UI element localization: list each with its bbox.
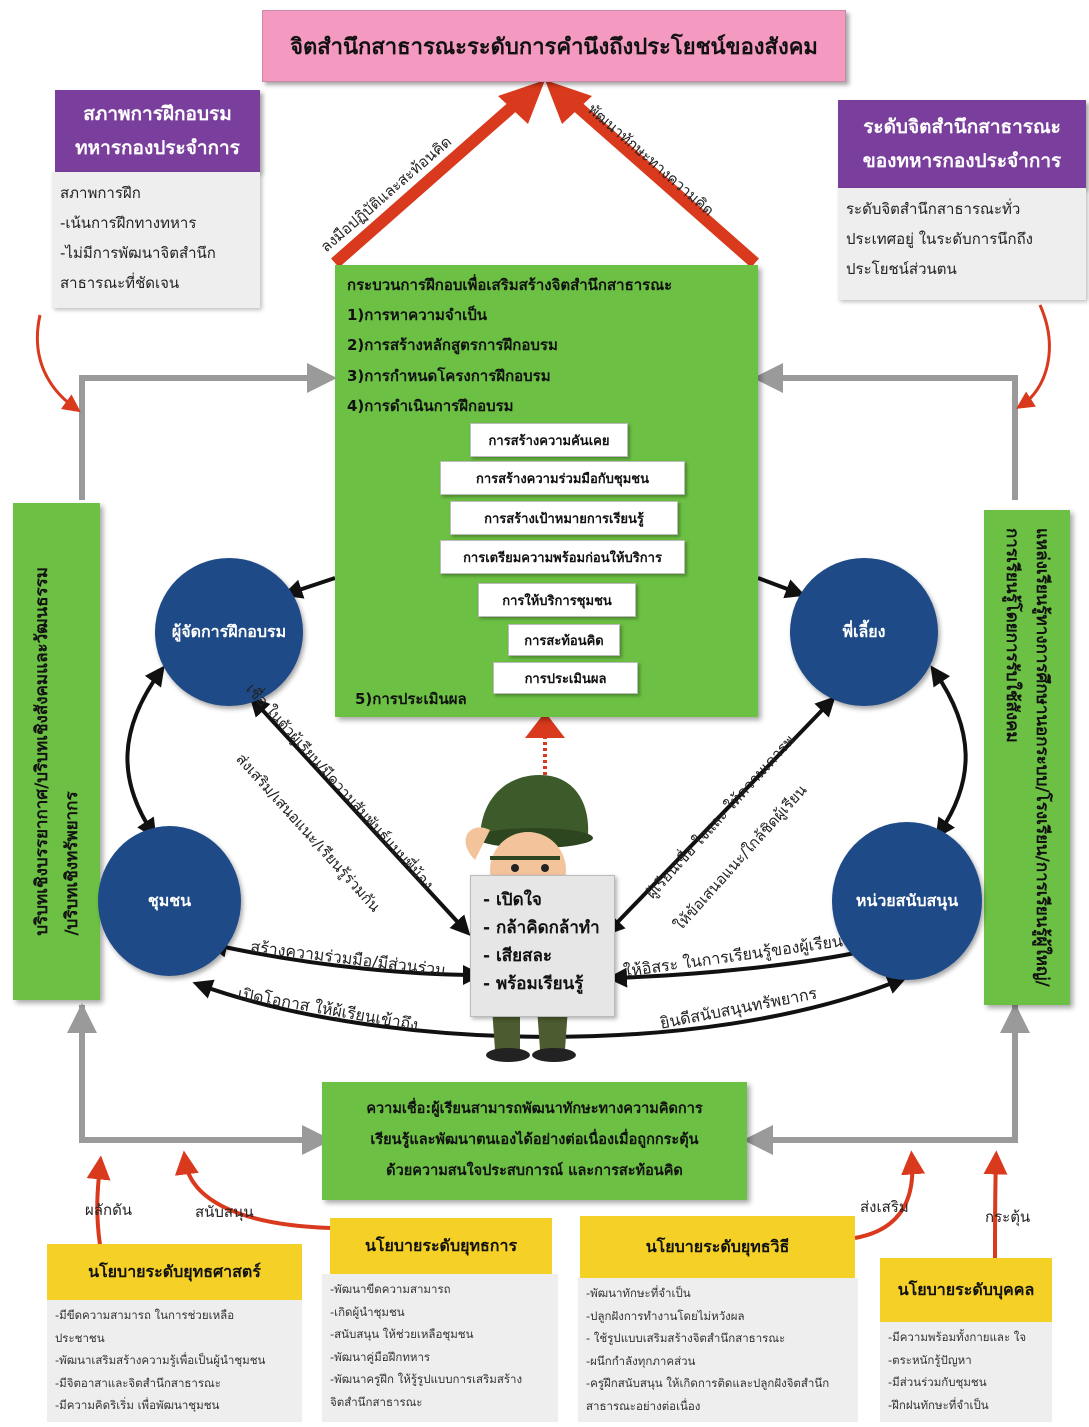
context-side-text: บริบทเชิงบรรยากาศ/บริบทเชิงสังคมและวัฒนธ… bbox=[31, 567, 82, 936]
label-promote: ส่งเสริม bbox=[860, 1198, 909, 1216]
attribute-ready-learn: - พร้อมเรียนรู้ bbox=[483, 974, 584, 994]
red-curve-3 bbox=[854, 1150, 926, 1240]
page-title: จิตสำนึกสาธารณะระดับการคำนึงถึงประโยชน์ข… bbox=[262, 10, 846, 82]
circle-support-unit: หน่วยสนับสนุน bbox=[832, 822, 982, 980]
policy-operational-body: -พัฒนาขีดความสามารถ -เกิดผู้นำชุมชน -สนั… bbox=[322, 1274, 558, 1422]
policy-tactical-title: นโยบายระดับยุทธวิธี bbox=[580, 1216, 855, 1278]
policy-individual-title: นโยบายระดับบุคคล bbox=[880, 1258, 1052, 1322]
red-curve-4 bbox=[983, 1150, 1008, 1259]
circle-mentor: พี่เลี้ยง bbox=[790, 558, 938, 706]
label-push: ผลักดัน bbox=[85, 1201, 133, 1219]
red-curve-left bbox=[35, 314, 81, 413]
step-reflection: การสะท้อนคิด bbox=[508, 624, 620, 656]
circle-trainer: ผู้จัดการฝึกอบรม bbox=[155, 558, 303, 706]
attribute-sacrifice: - เสียสละ bbox=[483, 946, 553, 966]
step-community-cooperation: การสร้างความร่วมมือกับชุมชน bbox=[440, 461, 685, 495]
policy-individual-body: -มีความพร้อมทั้งกายและ ใจ -ตระหนักรู้ปัญ… bbox=[880, 1322, 1052, 1422]
label-support: สนับสนุน bbox=[195, 1203, 254, 1221]
process-item-1: 1)การหาความจำเป็น bbox=[347, 306, 488, 324]
process-heading: กระบวนการฝึกอบเพื่อเสริมสร้างจิตสำนึกสาธ… bbox=[347, 276, 673, 294]
process-footer: 5)การประเมินผล bbox=[355, 690, 467, 708]
policy-tactical-body: -พัฒนาทักษะที่จำเป็น -ปลูกฝังการทำงานโดย… bbox=[578, 1278, 858, 1422]
circle-community: ชุมชน bbox=[98, 826, 241, 976]
attribute-open-mind: - เปิดใจ bbox=[483, 890, 542, 910]
training-condition-header: สภาพการฝึกอบรม ทหารกองประจำการ bbox=[55, 90, 260, 172]
learner-attributes: - เปิดใจ - กล้าคิดกล้าทำ - เสียสละ - พร้… bbox=[470, 875, 615, 1017]
attribute-bold: - กล้าคิดกล้าทำ bbox=[483, 918, 600, 938]
belief-box: ความเชื่อ:ผู้เรียนสามารถพัฒนาทักษะทางควา… bbox=[322, 1082, 747, 1200]
policy-operational-title: นโยบายระดับยุทธการ bbox=[330, 1218, 552, 1274]
red-curve-right bbox=[1015, 304, 1051, 409]
step-service-preparation: การเตรียมความพร้อมก่อนให้บริการ bbox=[440, 540, 685, 574]
process-item-4: 4)การดำเนินการฝึกอบรม bbox=[347, 397, 514, 415]
training-condition-body: สภาพการฝึก -เน้นการฝึกทางทหาร -ไม่มีการพ… bbox=[52, 172, 260, 308]
policy-strategic-body: -มีขีดความสามารถ ในการช่วยเหลือ ประชาชน … bbox=[47, 1300, 302, 1422]
learning-source-side-text: แหล่งเรียนรู้ทางการศึกษานอกระบบ/โรงเรียน… bbox=[1002, 528, 1052, 987]
red-curve-1 bbox=[86, 1155, 111, 1246]
step-learning-goal: การสร้างเป้าหมายการเรียนรู้ bbox=[450, 501, 678, 535]
public-mind-level-body: ระดับจิตสำนึกสาธารณะทั่ว ประเทศอยู่ ในระ… bbox=[838, 188, 1086, 300]
red-curve-2 bbox=[174, 1150, 331, 1230]
process-item-3: 3)การกำหนดโครงการฝึกอบรม bbox=[347, 367, 551, 385]
process-item-2: 2)การสร้างหลักสูตรการฝึกอบรม bbox=[347, 336, 558, 354]
step-familiarity: การสร้างความคันเคย bbox=[470, 423, 628, 457]
label-stimulate: กระตุ้น bbox=[985, 1208, 1031, 1226]
learning-source-side-bar: แหล่งเรียนรู้ทางการศึกษานอกระบบ/โรงเรียน… bbox=[984, 510, 1070, 1005]
public-mind-level-header: ระดับจิตสำนึกสาธารณะ ของทหารกองประจำการ bbox=[838, 100, 1086, 188]
step-community-service: การให้บริการชุมชน bbox=[478, 583, 636, 617]
policy-strategic-title: นโยบายระดับยุทธศาสตร์ bbox=[47, 1244, 302, 1300]
context-side-bar: บริบทเชิงบรรยากาศ/บริบทเชิงสังคมและวัฒนธ… bbox=[13, 503, 100, 1000]
step-evaluation: การประเมินผล bbox=[493, 662, 638, 694]
roof-arrows bbox=[331, 80, 759, 268]
grey-frame bbox=[67, 363, 1030, 1155]
belief-text: ความเชื่อ:ผู้เรียนสามารถพัฒนาทักษะทางควา… bbox=[366, 1101, 703, 1179]
